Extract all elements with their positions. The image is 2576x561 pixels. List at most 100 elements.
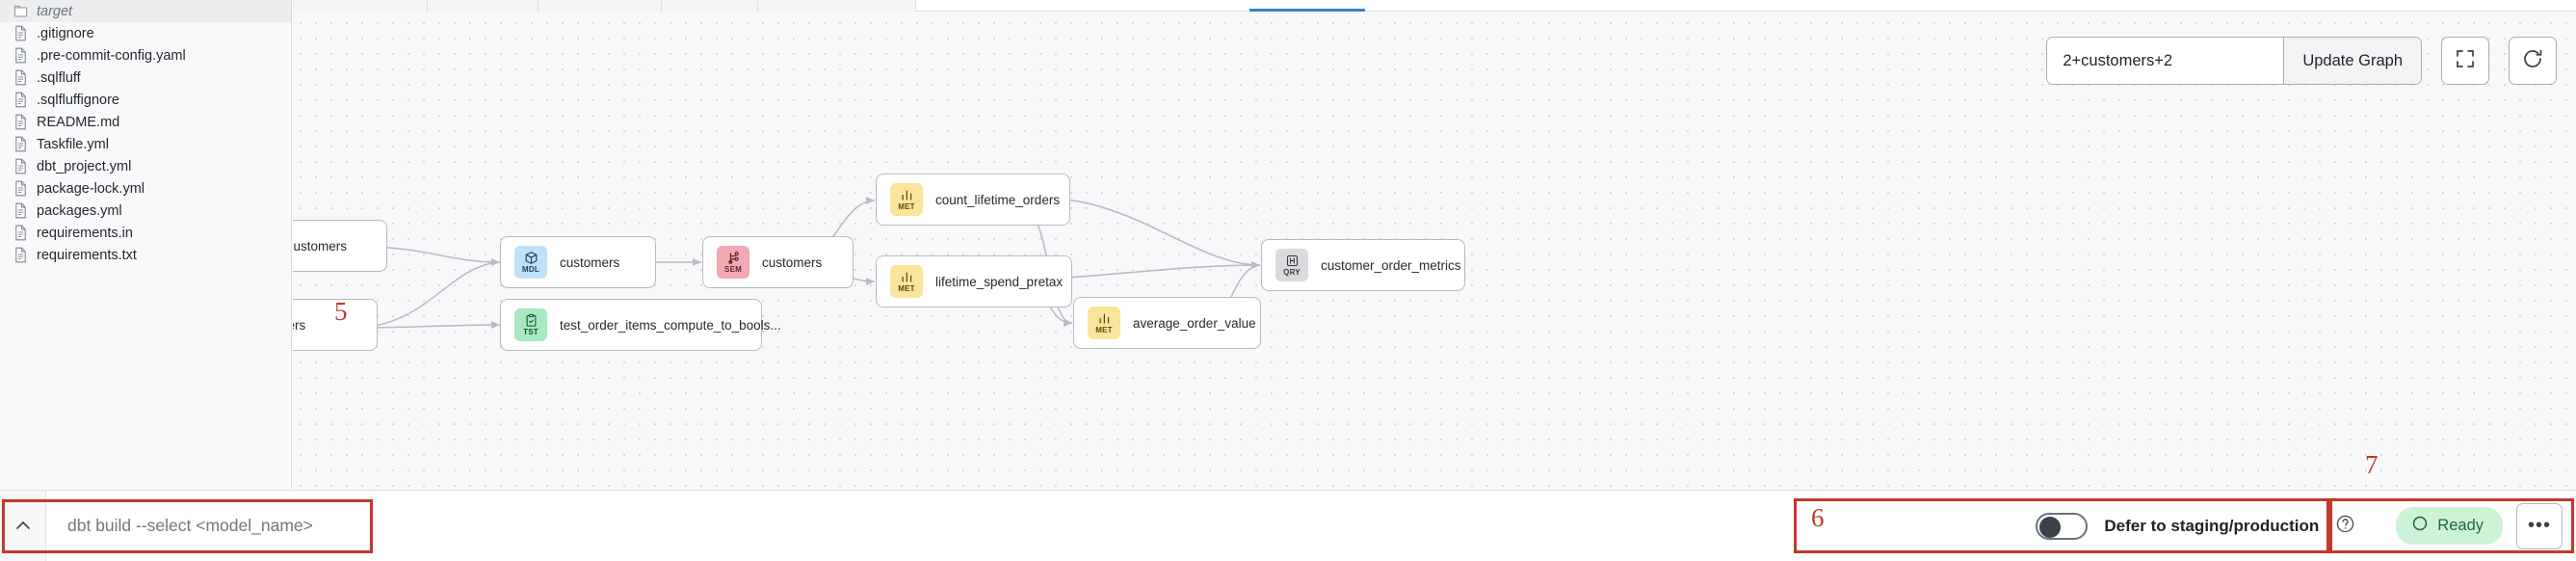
bar-chart-icon xyxy=(900,188,914,202)
status-badge-ready[interactable]: Ready xyxy=(2396,507,2503,545)
graph-node[interactable]: tg_customers xyxy=(293,220,387,272)
file-list-item-label: requirements.in xyxy=(37,225,133,241)
file-list-item[interactable]: package-lock.yml xyxy=(0,177,291,200)
file-icon xyxy=(13,69,28,86)
graph-node[interactable]: SEM customers xyxy=(702,236,854,288)
file-list-item-label: requirements.txt xyxy=(37,247,137,263)
bar-chart-icon xyxy=(1097,311,1112,326)
editor-tab-strip xyxy=(293,0,2576,12)
file-list-item-label: packages.yml xyxy=(37,202,122,219)
cube-icon xyxy=(524,251,539,265)
graph-search-group: Update Graph xyxy=(2046,37,2422,85)
file-list-item[interactable]: requirements.in xyxy=(0,222,291,244)
bar-chart-icon xyxy=(900,270,914,284)
chevron-up-icon xyxy=(14,517,32,536)
status-bar: Defer to staging/production Ready xyxy=(0,490,2576,561)
graph-node-label: orders xyxy=(293,317,306,333)
graph-node-label: test_order_items_compute_to_bools... xyxy=(560,317,781,333)
file-list-item[interactable]: README.md xyxy=(0,111,291,133)
file-list-item[interactable]: target xyxy=(0,0,291,22)
ellipsis-icon: ••• xyxy=(2527,515,2551,536)
folder-icon xyxy=(13,3,28,19)
graph-node[interactable]: TST test_order_items_compute_to_bools... xyxy=(500,299,781,351)
update-graph-button[interactable]: Update Graph xyxy=(2283,38,2421,84)
file-list-item[interactable]: .gitignore xyxy=(0,22,291,44)
editor-tab[interactable] xyxy=(758,0,916,12)
toggle-knob xyxy=(2039,516,2062,538)
file-list-item[interactable]: .sqlfluffignore xyxy=(0,89,291,111)
clipboard-check-icon xyxy=(524,313,539,328)
file-icon xyxy=(13,25,28,41)
status-bar-right: Defer to staging/production Ready xyxy=(2009,502,2576,549)
graph-node-label: customers xyxy=(560,254,620,270)
circle-icon xyxy=(2411,515,2429,537)
file-list-item-label: .pre-commit-config.yaml xyxy=(37,47,186,64)
file-list-item[interactable]: .pre-commit-config.yaml xyxy=(0,44,291,67)
graph-search-input[interactable] xyxy=(2047,38,2284,84)
command-input[interactable] xyxy=(67,516,2010,536)
file-list-item[interactable]: dbt_project.yml xyxy=(0,155,291,177)
node-type-code: MDL xyxy=(522,265,539,274)
graph-toolbar: Update Graph xyxy=(2046,37,2557,85)
graph-node-label: tg_customers xyxy=(293,238,348,254)
file-list-item[interactable]: requirements.txt xyxy=(0,244,291,266)
overflow-menu-button[interactable]: ••• xyxy=(2516,502,2563,549)
editor-tab[interactable] xyxy=(293,0,428,12)
node-type-code: TST xyxy=(523,328,539,336)
file-explorer-panel: target .gitignore .pre-commit-config.yam… xyxy=(0,0,292,490)
file-list-item-label: .sqlfluffignore xyxy=(37,92,119,108)
semantic-icon xyxy=(726,251,741,265)
graph-node-label: count_lifetime_orders xyxy=(935,192,1061,207)
graph-node[interactable]: MDL customers xyxy=(500,236,656,288)
node-type-badge-met: MET xyxy=(1088,307,1120,339)
node-type-badge-mdl: MDL xyxy=(514,246,547,279)
ready-label: Ready xyxy=(2437,517,2484,534)
file-list-item-label: README.md xyxy=(37,114,120,130)
editor-tab[interactable] xyxy=(539,0,662,12)
file-icon xyxy=(13,136,28,152)
node-type-badge-met: MET xyxy=(890,183,923,216)
defer-control-group: Defer to staging/production xyxy=(2009,512,2379,540)
file-list-item-label: package-lock.yml xyxy=(37,180,145,197)
graph-node[interactable]: MET count_lifetime_orders xyxy=(876,174,1070,226)
command-collapse-button[interactable] xyxy=(0,490,46,561)
file-list-item-label: target xyxy=(37,3,73,19)
refresh-button[interactable] xyxy=(2509,37,2557,85)
graph-node-label: lifetime_spend_pretax xyxy=(935,274,1064,289)
file-list-item[interactable]: .sqlfluff xyxy=(0,67,291,89)
fullscreen-icon xyxy=(2454,47,2477,75)
graph-node[interactable]: orders xyxy=(293,299,378,351)
editor-tab[interactable] xyxy=(428,0,539,12)
node-type-code: SEM xyxy=(724,265,742,274)
node-type-code: QRY xyxy=(1283,268,1301,277)
file-list-item-label: dbt_project.yml xyxy=(37,158,132,174)
file-icon xyxy=(13,92,28,108)
file-list: target .gitignore .pre-commit-config.yam… xyxy=(0,0,291,266)
editor-tab[interactable] xyxy=(662,0,758,12)
file-icon xyxy=(13,225,28,241)
file-list-item[interactable]: Taskfile.yml xyxy=(0,133,291,155)
graph-node[interactable]: MET lifetime_spend_pretax xyxy=(876,255,1072,307)
refresh-icon xyxy=(2521,47,2544,75)
graph-node-label: customers xyxy=(762,254,823,270)
command-input-wrapper[interactable] xyxy=(46,491,2010,561)
help-circle-icon[interactable] xyxy=(2335,514,2355,539)
defer-label: Defer to staging/production xyxy=(2104,516,2320,535)
file-list-item-label: .sqlfluff xyxy=(37,69,81,86)
node-type-code: MET xyxy=(1095,326,1113,334)
defer-toggle[interactable] xyxy=(2036,512,2089,540)
node-type-code: MET xyxy=(898,284,915,293)
node-type-badge-tst: TST xyxy=(514,308,547,341)
editor-tab-active[interactable] xyxy=(1249,0,1365,12)
file-icon xyxy=(13,114,28,130)
file-list-item-label: .gitignore xyxy=(37,25,94,41)
file-list-item[interactable]: packages.yml xyxy=(0,200,291,222)
fullscreen-button[interactable] xyxy=(2441,37,2489,85)
file-icon xyxy=(13,247,28,263)
file-icon xyxy=(13,47,28,64)
file-icon xyxy=(13,202,28,219)
query-icon xyxy=(1285,254,1300,268)
